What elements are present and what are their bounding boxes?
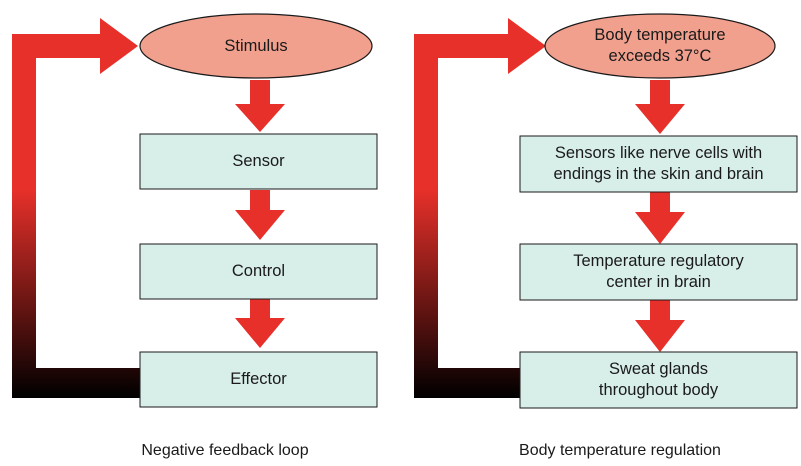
left-sensor-label: Sensor (140, 134, 377, 189)
left-stimulus-ellipse (139, 13, 373, 79)
right-sensor-line-1: Sensors like nerve cells with (554, 144, 763, 162)
left-control-line-1: Control (231, 262, 286, 280)
right-effector-line-1: Sweat glands (608, 360, 709, 378)
left-arrow-control-to-effector (235, 298, 285, 348)
right-caption: Body temperature regulation (519, 442, 721, 459)
right-control-box (519, 243, 798, 301)
right-sensor-box (519, 135, 798, 193)
right-sensor-label: Sensors like nerve cells with endings in… (520, 136, 797, 192)
left-effector-label: Effector (140, 352, 377, 407)
right-control-line-2: center in brain (606, 273, 711, 291)
left-stimulus-label: Stimulus (140, 14, 372, 78)
right-control-line-1: Temperature regulatory (573, 252, 744, 270)
left-effector-box (139, 351, 378, 408)
right-effector-box (519, 351, 798, 409)
right-arrow-sensor-to-control (635, 192, 685, 244)
left-arrow-stimulus-to-sensor (235, 80, 285, 132)
left-effector-line-1: Effector (230, 370, 287, 388)
right-arrow-stimulus-to-sensor (635, 80, 685, 134)
right-feedback-loop-arrow (414, 18, 546, 398)
left-sensor-line-1: Sensor (232, 152, 285, 170)
left-control-box (139, 243, 378, 300)
left-sensor-box (139, 133, 378, 190)
right-arrow-control-to-effector (635, 300, 685, 352)
right-stimulus-line-1: Body temperature (594, 26, 726, 44)
right-stimulus-label: Body temperature exceeds 37°C (545, 14, 775, 78)
right-effector-label: Sweat glands throughout body (520, 352, 797, 408)
right-control-label: Temperature regulatory center in brain (520, 244, 797, 300)
left-caption: Negative feedback loop (141, 442, 309, 459)
left-stimulus-line-1: Stimulus (224, 36, 288, 55)
left-feedback-loop-arrow (12, 18, 140, 398)
left-arrow-sensor-to-control (235, 190, 285, 240)
right-sensor-line-2: endings in the skin and brain (553, 165, 764, 183)
right-stimulus-line-2: exceeds 37°C (608, 47, 712, 65)
right-stimulus-ellipse (544, 13, 776, 79)
right-effector-line-2: throughout body (598, 381, 719, 399)
left-control-label: Control (140, 244, 377, 299)
